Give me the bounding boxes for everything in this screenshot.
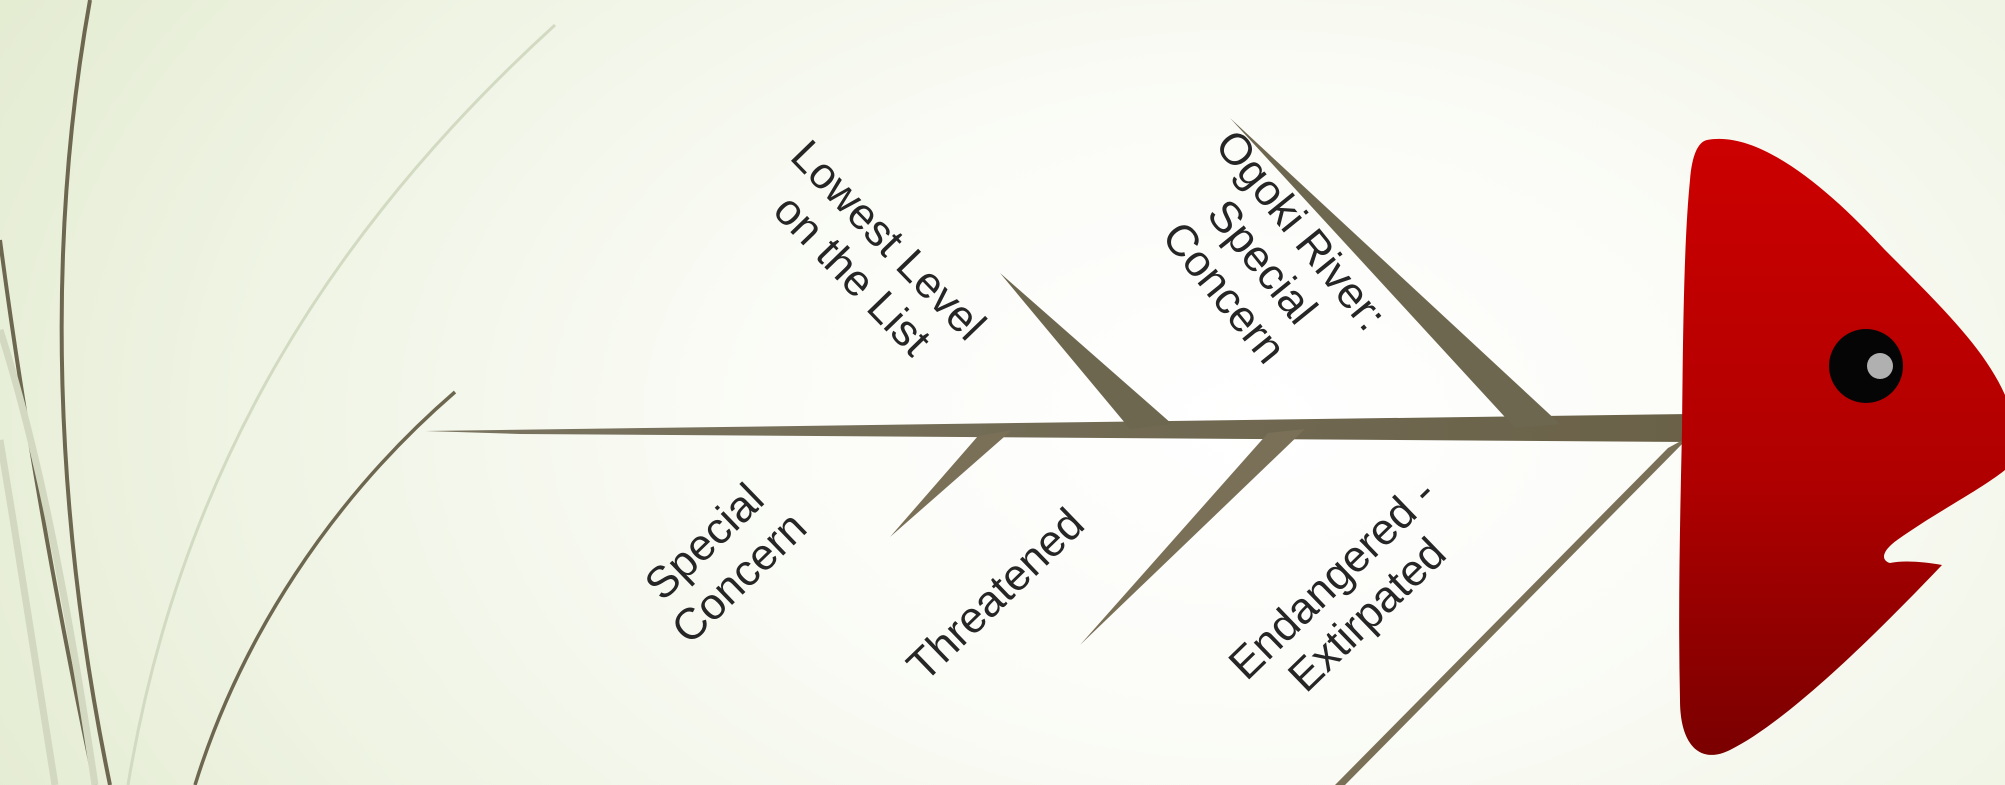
fish-spine [425,414,1690,442]
bg-curve [193,390,457,785]
bone-lower-middle [1080,429,1305,645]
bg-curve [0,239,97,785]
bg-curve [126,23,557,785]
fish-eye-highlight [1867,353,1893,379]
bg-curve [59,0,112,785]
fish-eye [1829,329,1903,403]
bg-curve [0,328,99,785]
background-curves [0,0,557,785]
bone-upper-right [1230,118,1560,428]
bg-curve [0,439,59,785]
bone-lower-right [1335,436,1690,785]
fish-head [1679,138,2005,755]
bone-upper-left [1000,273,1172,429]
bone-lower-left [890,430,1012,537]
